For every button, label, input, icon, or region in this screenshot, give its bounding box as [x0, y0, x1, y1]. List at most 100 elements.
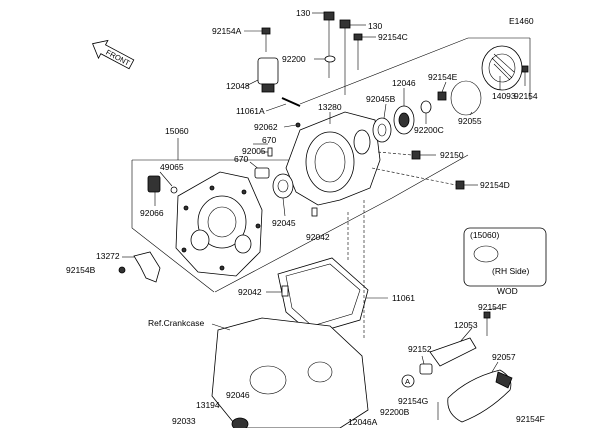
label-12046a: 12046A	[348, 417, 378, 427]
leader-49065	[159, 171, 173, 187]
label-92005: 92005	[242, 146, 266, 156]
label-92154f-b: 92154F	[516, 414, 545, 424]
label-12048: 12048	[226, 81, 250, 91]
label-92154g: 92154G	[398, 396, 428, 406]
label-92042b: 92042	[238, 287, 262, 297]
label-13280: 13280	[318, 102, 342, 112]
diagram-code: E1460	[509, 16, 534, 26]
guide-12053	[429, 337, 477, 367]
bracket-13272	[133, 251, 161, 283]
label-92200c: 92200C	[414, 125, 444, 135]
leader-92154e	[441, 81, 447, 93]
housing-13280	[285, 111, 381, 206]
bolt-92154e	[437, 91, 447, 101]
label-92200b: 92200B	[380, 407, 410, 417]
gear-12046	[393, 105, 415, 135]
front-arrow-icon: FRONT	[92, 39, 135, 70]
label-92066: 92066	[140, 208, 164, 218]
bolt-92150	[411, 150, 436, 160]
bolt-130-a	[323, 11, 335, 78]
marker-a-label: A	[405, 377, 410, 386]
leader-92062	[283, 124, 297, 128]
label-15060: 15060	[165, 126, 189, 136]
label-670a: 670	[262, 135, 276, 145]
variant-side: (RH Side)	[492, 266, 529, 276]
assembly-bracket-bottom	[214, 154, 469, 293]
bolt-92154	[521, 65, 529, 86]
label-11061a: 11061A	[236, 106, 265, 116]
leader-92045	[282, 197, 286, 217]
label-92152: 92152	[408, 344, 432, 354]
pin-92062	[295, 122, 301, 128]
gasket-11061	[277, 257, 369, 335]
label-92045: 92045	[272, 218, 296, 228]
label-12053: 12053	[454, 320, 478, 330]
label-13194: 13194	[196, 400, 220, 410]
leader-92045b	[383, 103, 387, 119]
variant-note-box: (15060) (RH Side) WOD	[463, 227, 547, 296]
washer-92200	[324, 55, 336, 63]
guide-92150	[377, 151, 413, 156]
label-130a: 130	[296, 8, 310, 18]
label-92154a: 92154A	[212, 26, 242, 36]
label-12046: 12046	[392, 78, 416, 88]
bolt-92154c	[353, 33, 363, 70]
label-49065: 49065	[160, 162, 184, 172]
leader-11061a	[265, 103, 287, 112]
label-11061: 11061	[392, 293, 415, 303]
label-92154c: 92154C	[378, 32, 408, 42]
cover-15060	[175, 171, 263, 277]
cover-bracket-top	[299, 37, 530, 105]
label-670b: 670	[234, 154, 248, 164]
washer-92200c	[420, 100, 432, 114]
label-92062: 92062	[254, 122, 278, 132]
bolt-92154d	[455, 180, 478, 190]
label-92150: 92150	[440, 150, 464, 160]
gasket-11061a	[281, 97, 301, 107]
guide-92154d	[371, 167, 457, 186]
label-92045b: 92045B	[366, 94, 396, 104]
plug-49065	[170, 186, 178, 194]
label-92154e: 92154E	[428, 72, 458, 82]
oring-92055	[450, 80, 482, 116]
label-130b: 130	[368, 21, 382, 31]
label-92046: 92046	[226, 390, 250, 400]
bolt-92154b	[118, 266, 126, 274]
label-92033: 92033	[172, 416, 196, 426]
crankcase-ref	[211, 317, 369, 428]
chain-92057	[447, 369, 513, 423]
label-14093: 14093	[492, 91, 516, 101]
leader-ref-crankcase	[211, 323, 231, 331]
assembly-bracket	[131, 160, 215, 293]
bolt-130-b	[339, 19, 351, 95]
bearing-92045b	[372, 117, 392, 143]
label-92042a: 92042	[306, 232, 330, 242]
circle-marker-a: A	[401, 374, 415, 388]
gasket-ring-icon	[473, 245, 499, 263]
leader-12048	[245, 79, 259, 87]
label-13272: 13272	[96, 251, 120, 261]
leader-92154f-a	[486, 307, 498, 311]
label-92154f-a: 92154F	[478, 302, 507, 312]
label-92055: 92055	[458, 116, 482, 126]
pin-92042-b	[281, 285, 289, 297]
pin-92042-a	[311, 207, 318, 217]
oring-670	[267, 147, 273, 157]
leader-12053	[459, 327, 473, 343]
bolt-92154f-top	[483, 311, 491, 336]
label-92154d: 92154D	[480, 180, 510, 190]
label-92154: 92154	[514, 91, 538, 101]
variant-part-number: (15060)	[470, 230, 499, 240]
bolt-92154a	[261, 27, 271, 52]
guide-92152	[419, 363, 433, 375]
leader-92057	[491, 361, 499, 373]
seal-92066	[147, 175, 161, 193]
label-92154b: 92154B	[66, 265, 96, 275]
leader-92152	[421, 355, 425, 365]
variant-code: WOD	[497, 286, 518, 296]
tensioner-12048	[257, 57, 279, 93]
bearing-92045	[272, 173, 294, 199]
label-ref-crankcase: Ref.Crankcase	[148, 318, 204, 328]
